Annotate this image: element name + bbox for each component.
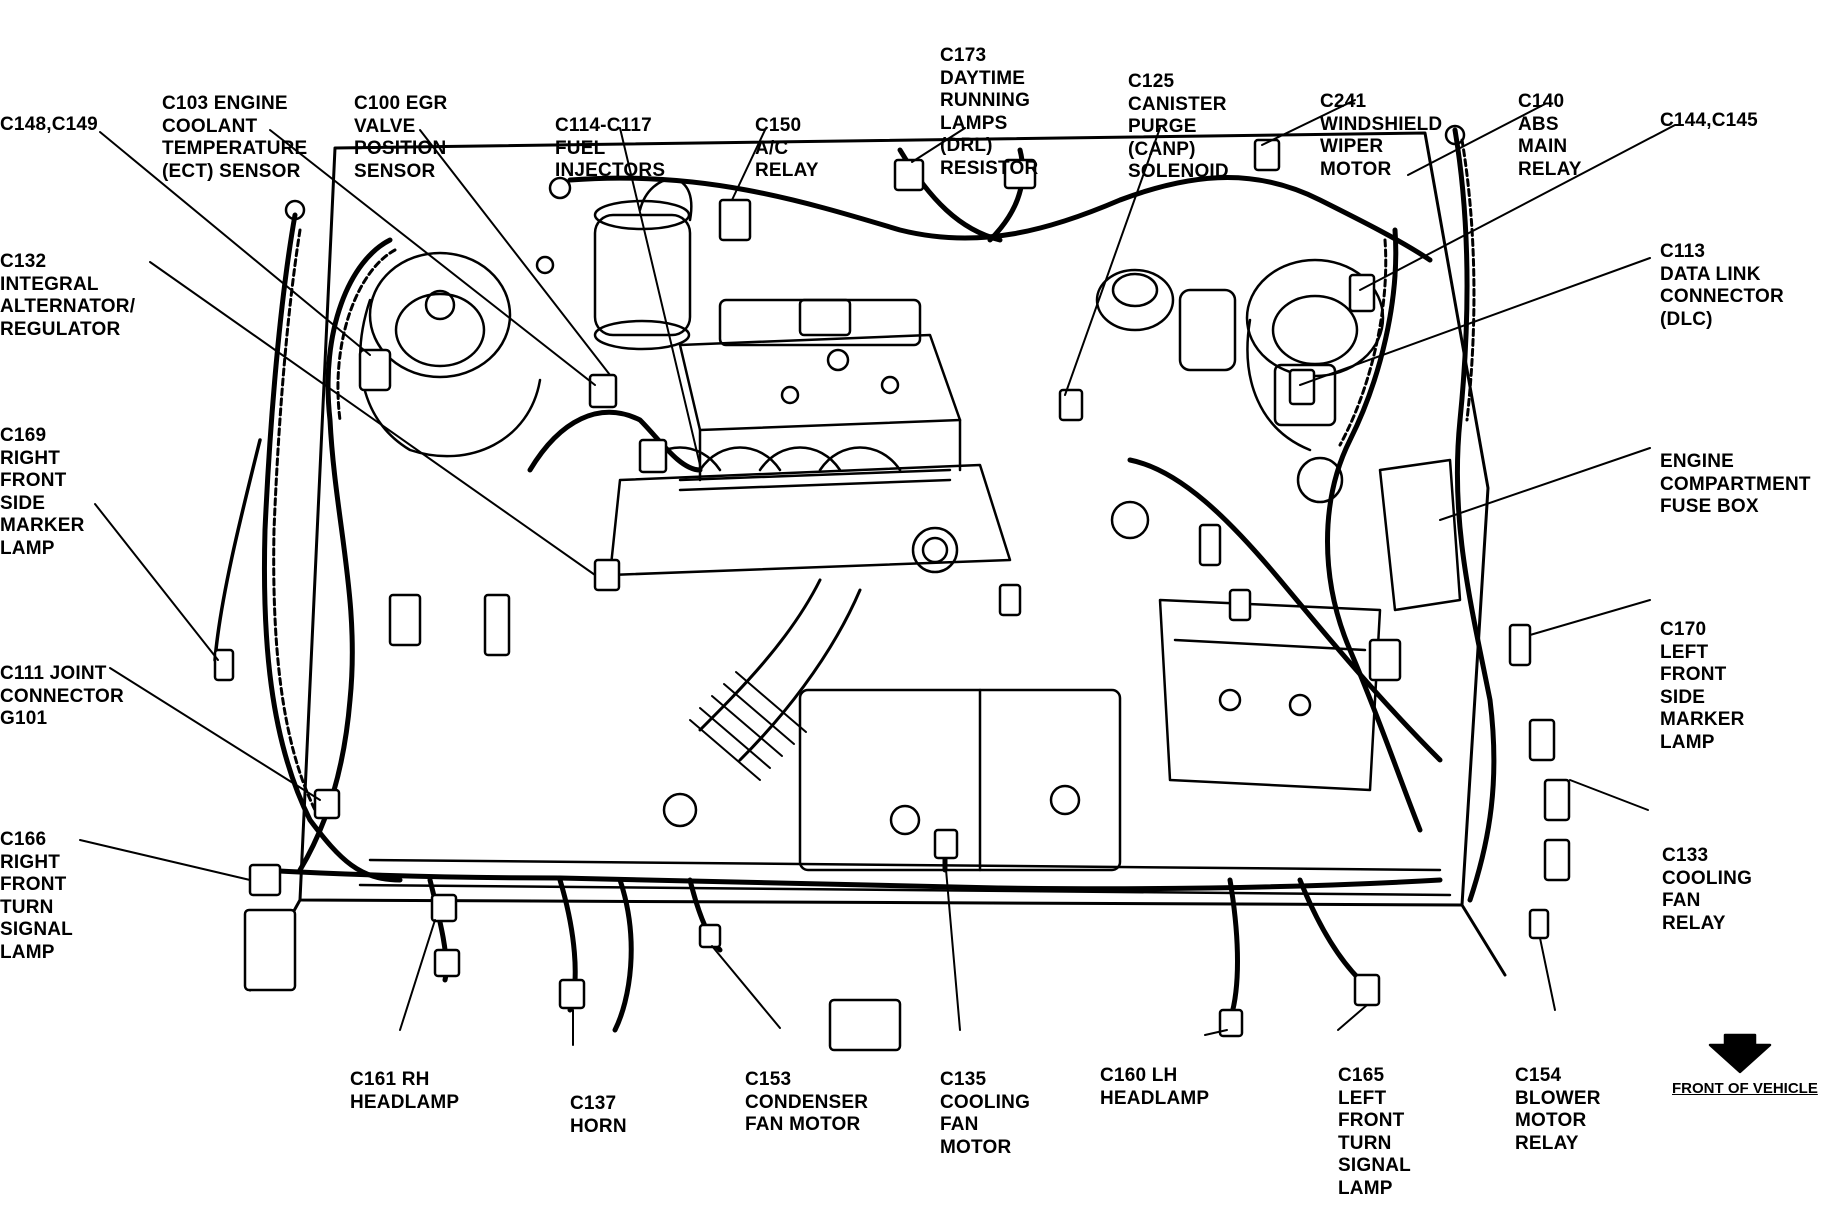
wiring-harness-left-inner	[1338, 138, 1476, 447]
leader-lines	[79, 99, 1676, 1046]
front-of-vehicle-label: FRONT OF VEHICLE	[1672, 1080, 1818, 1097]
intake-plenum	[608, 298, 1012, 577]
wiring-harness-left	[1127, 127, 1497, 903]
radiator-support	[358, 688, 1452, 897]
engine-compartment-diagram	[79, 99, 1772, 1074]
battery	[1158, 598, 1382, 792]
connectors	[213, 138, 1571, 1052]
label-c148-c149: C148,C149	[0, 114, 98, 135]
fuse-box-housing	[1378, 458, 1462, 612]
wiring-harness-right	[213, 212, 703, 883]
oil-filler-cap	[911, 526, 959, 574]
air-canister	[593, 178, 693, 351]
wiring-harness-right-inner	[272, 228, 397, 814]
intake-air-duct	[689, 578, 862, 781]
grommets	[284, 124, 1466, 540]
front-arrow	[1708, 1033, 1772, 1074]
fuel-injector-rail	[638, 446, 952, 492]
brake-master-cylinder	[1095, 268, 1337, 427]
label-c144-c145: C144,C145	[1660, 110, 1758, 131]
